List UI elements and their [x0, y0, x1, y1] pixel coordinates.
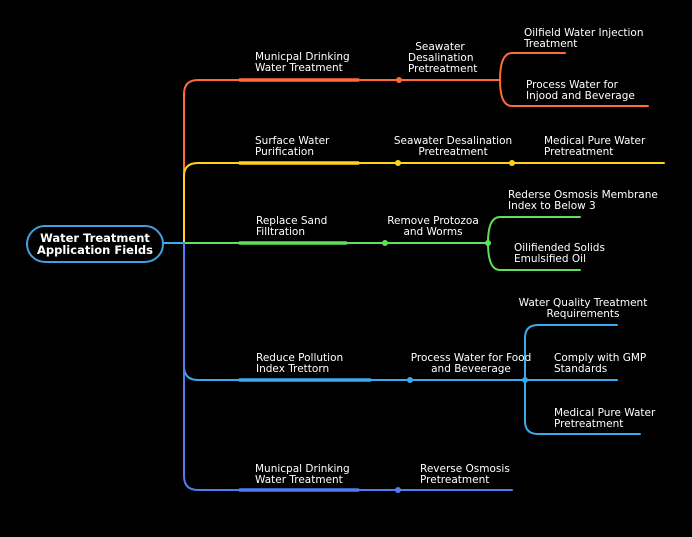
- branch-3-leaf-2-line: [487, 242, 581, 271]
- branch-2-middle-label[interactable]: Seawater Desalination Pretreatment: [393, 135, 513, 158]
- branch-1-leaf-1-label[interactable]: Oilfield Water Injection Treatment: [524, 27, 644, 50]
- branch-4-leaf-3-label[interactable]: Medical Pure Water Pretreatment: [554, 407, 656, 430]
- branch-4-leaf-1-line: [524, 324, 618, 381]
- branch-3-leaf-1-label[interactable]: Rederse Osmosis Membrane Index to Below …: [508, 189, 658, 212]
- branch-5-node: [395, 487, 401, 493]
- branch-1-leaf-2-label[interactable]: Process Water for Injood and Beverage: [526, 79, 635, 102]
- spine-branch-1: [183, 79, 241, 244]
- branch-2-leaf-1-label[interactable]: Medical Pure Water Pretreatment: [544, 135, 646, 158]
- branch-4-label[interactable]: Reduce Pollution Index Trettorn: [256, 352, 344, 375]
- branch-3-middle-label[interactable]: Remove Protozoa and Worms: [387, 215, 479, 238]
- branch-2-label[interactable]: Surface Water Purification: [255, 135, 330, 158]
- branch-1-label[interactable]: Municpal Drinking Water Treatment: [255, 51, 350, 74]
- branch-5-label[interactable]: Municpal Drinking Water Treatment: [255, 463, 350, 486]
- branch-1-leaf-2-line: [499, 79, 649, 107]
- branch-3-split-node: [485, 240, 491, 246]
- branch-4-middle-label[interactable]: Process Water for Food and Beveerage: [410, 352, 532, 375]
- branch-3-label[interactable]: Replace Sand Filltration: [256, 215, 328, 238]
- branch-1-node: [396, 77, 402, 83]
- branch-3-leaf-2-label[interactable]: Oilifiended Solids Emulsified Oil: [514, 242, 605, 265]
- branch-4-leaf-3-line: [524, 379, 641, 435]
- spine-branch-4: [183, 242, 241, 381]
- branch-4-leaf-2-label[interactable]: Comply with GMP Standards: [554, 352, 647, 375]
- branch-2-leaf-node: [509, 160, 515, 166]
- root-node[interactable]: Water Treatment Application Fields: [26, 225, 164, 263]
- branch-3-node: [382, 240, 388, 246]
- branch-1-middle-label[interactable]: Seawater Desalination Pretreatment: [408, 41, 478, 75]
- branch-1-split-up: [499, 52, 513, 81]
- branch-4-split-node: [522, 377, 528, 383]
- spine-branch-5: [183, 242, 241, 491]
- branch-4-leaf-1-label[interactable]: Water Quality Treatment Requirements: [518, 297, 648, 320]
- branch-5-middle-label[interactable]: Reverse Osmosis Pretreatment: [420, 463, 510, 486]
- branch-4-node: [407, 377, 413, 383]
- branch-3-leaf-1-line: [487, 216, 581, 244]
- spine-branch-2: [183, 162, 241, 244]
- branch-2-node: [395, 160, 401, 166]
